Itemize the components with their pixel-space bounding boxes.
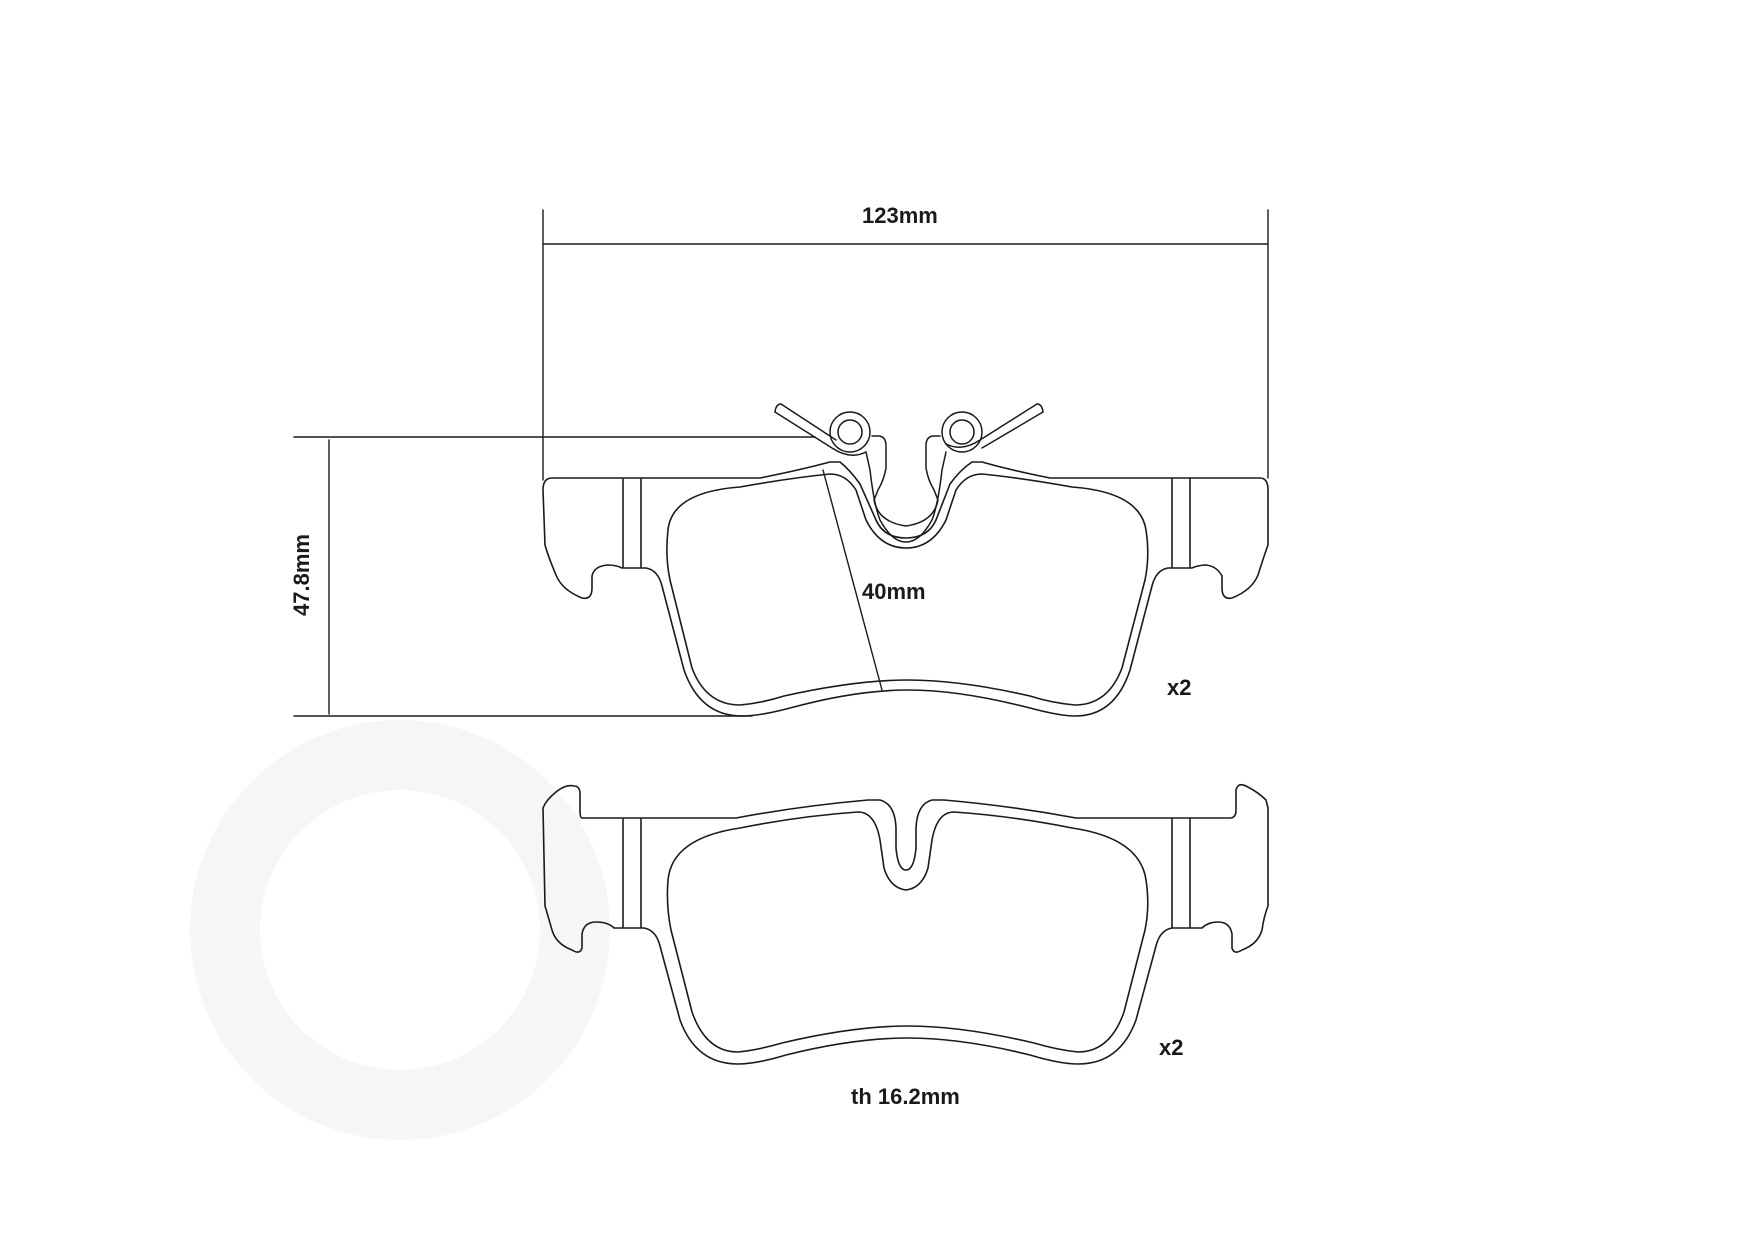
- wear-indicator-clip: [774, 403, 1044, 543]
- height-dimension: [293, 436, 816, 717]
- bottom-pad-quantity-label: x2: [1159, 1035, 1184, 1060]
- width-dimension-label: 123mm: [862, 203, 938, 228]
- friction-height-label: 40mm: [862, 579, 926, 604]
- height-dimension-label: 47.8mm: [289, 534, 314, 616]
- width-dimension: [542, 209, 1269, 481]
- top-pad: [542, 461, 1269, 717]
- top-pad-quantity-label: x2: [1167, 675, 1192, 700]
- thickness-label: th 16.2mm: [851, 1084, 960, 1109]
- bottom-pad: [542, 783, 1269, 1065]
- friction-height-dimension: [822, 469, 883, 691]
